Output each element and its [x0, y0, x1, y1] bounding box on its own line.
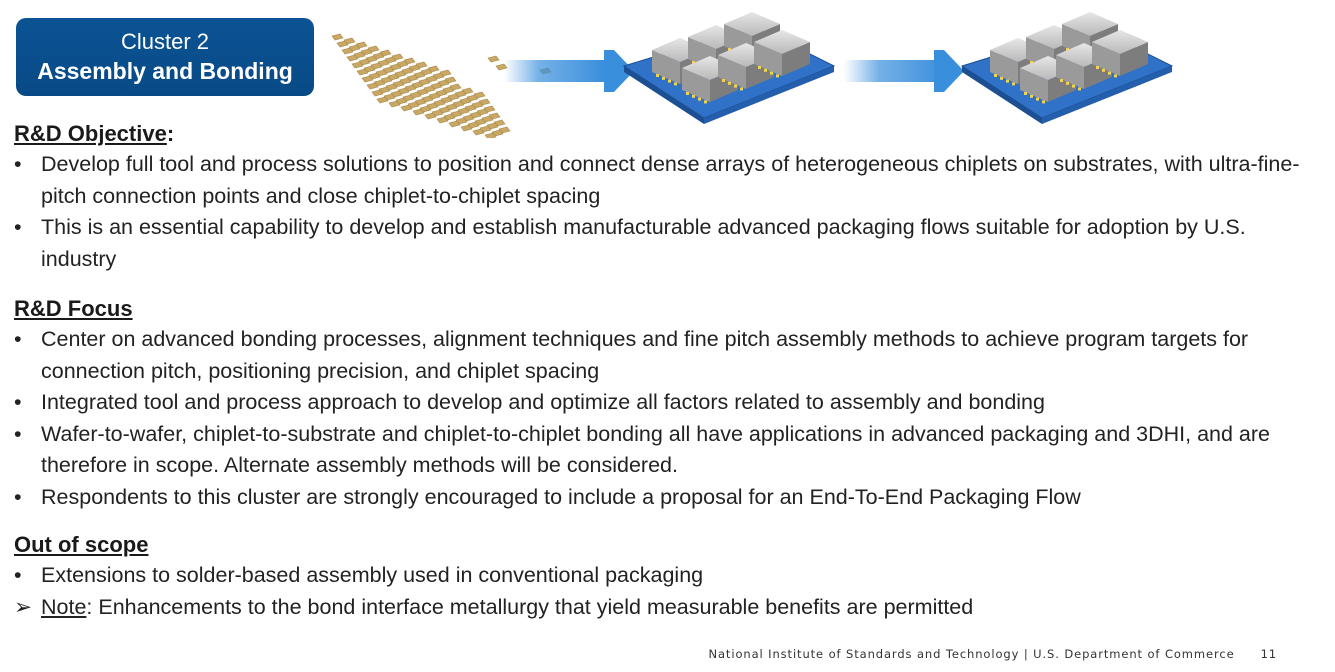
objective-heading: R&D Objective: [14, 121, 175, 146]
chiplet-die [341, 47, 354, 55]
chiplet-die [400, 104, 413, 112]
out-of-scope-list: •Extensions to solder-based assembly use… [14, 560, 1314, 623]
chiplet-die [336, 40, 349, 48]
list-item: •Respondents to this cluster are strongl… [14, 482, 1314, 514]
bullet-glyph: • [14, 563, 22, 587]
slide-content: R&D Objective: •Develop full tool and pr… [14, 118, 1314, 623]
loose-chiplet-dies [331, 33, 552, 138]
objective-list: •Develop full tool and process solutions… [14, 149, 1314, 275]
process-arrow-1 [504, 50, 634, 92]
chiplet-die [460, 124, 473, 132]
note-label: Note [41, 594, 87, 619]
focus-list: •Center on advanced bonding processes, a… [14, 324, 1314, 513]
note-text: : Enhancements to the bond interface met… [86, 594, 974, 619]
substrate-with-chiplets-1 [622, 12, 836, 124]
focus-heading: R&D Focus [14, 296, 133, 321]
chiplet-die [366, 82, 379, 90]
chiplet-die [388, 100, 401, 108]
list-item: •Integrated tool and process approach to… [14, 387, 1314, 419]
list-item: •Develop full tool and process solutions… [14, 149, 1314, 212]
bullet-glyph: • [14, 215, 22, 239]
cluster-badge: Cluster 2 Assembly and Bonding [16, 18, 314, 96]
chiplet-die [376, 96, 389, 104]
out-of-scope-heading: Out of scope [14, 532, 149, 557]
chiplet-die [436, 116, 449, 124]
list-item: •Extensions to solder-based assembly use… [14, 560, 1314, 592]
page-number: 11 [1260, 647, 1277, 661]
chiplet-die [412, 108, 425, 116]
chiplet-die [371, 89, 384, 97]
footer: National Institute of Standards and Tech… [708, 647, 1277, 661]
process-arrow-2 [844, 50, 964, 92]
cluster-number: Cluster 2 [120, 29, 210, 54]
chiplet-die [361, 75, 374, 83]
chiplet-die [424, 112, 437, 120]
assembly-process-illustration [331, 12, 1174, 138]
list-item: •Wafer-to-wafer, chiplet-to-substrate an… [14, 419, 1314, 482]
list-item: •This is an essential capability to deve… [14, 212, 1314, 275]
chiplet-die [484, 132, 497, 138]
bullet-glyph: • [14, 390, 22, 414]
chiplet-die [448, 120, 461, 128]
bullet-glyph: • [14, 327, 22, 351]
chiplet-die [472, 128, 485, 136]
footer-organization: National Institute of Standards and Tech… [708, 647, 1235, 661]
bullet-glyph: • [14, 152, 22, 176]
bullet-glyph: • [14, 484, 22, 509]
chiplet-die [351, 61, 364, 69]
chiplet-die [331, 33, 344, 41]
bullet-glyph: • [14, 421, 22, 446]
arrow-bullet-icon: ➢ [14, 594, 33, 619]
cluster-title: Assembly and Bonding [37, 58, 293, 84]
chiplet-die [356, 68, 369, 76]
substrate-with-chiplets-2 [960, 12, 1174, 124]
chiplet-die [346, 54, 359, 62]
note-item: ➢ Note: Enhancements to the bond interfac… [14, 592, 1314, 624]
list-item: •Center on advanced bonding processes, a… [14, 324, 1314, 387]
chiplet-die [487, 55, 500, 63]
